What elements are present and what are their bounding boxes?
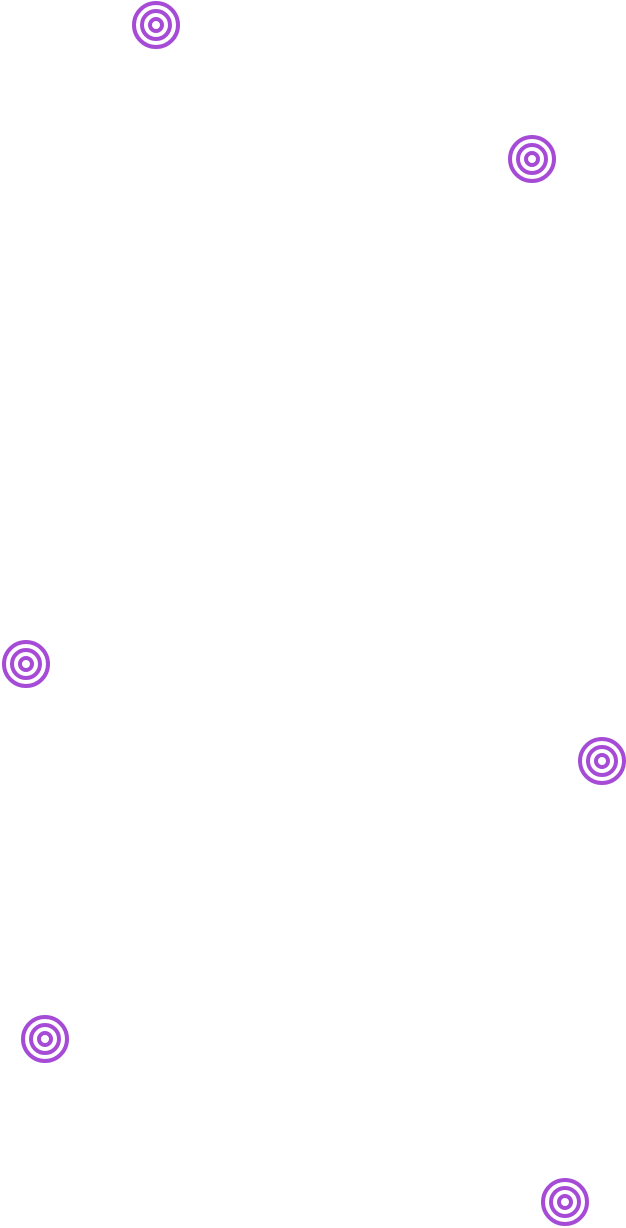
concentric-target-icon	[578, 737, 626, 785]
target-icon[interactable]	[507, 134, 557, 184]
concentric-target-icon	[2, 640, 50, 688]
target-icon[interactable]	[1, 639, 51, 689]
concentric-target-icon	[541, 1178, 589, 1226]
concentric-target-icon	[132, 1, 180, 49]
target-icon[interactable]	[540, 1177, 590, 1227]
concentric-target-icon	[508, 135, 556, 183]
concentric-target-icon	[21, 1015, 69, 1063]
target-icon[interactable]	[20, 1014, 70, 1064]
target-icon[interactable]	[577, 736, 626, 786]
target-icon[interactable]	[131, 0, 181, 50]
